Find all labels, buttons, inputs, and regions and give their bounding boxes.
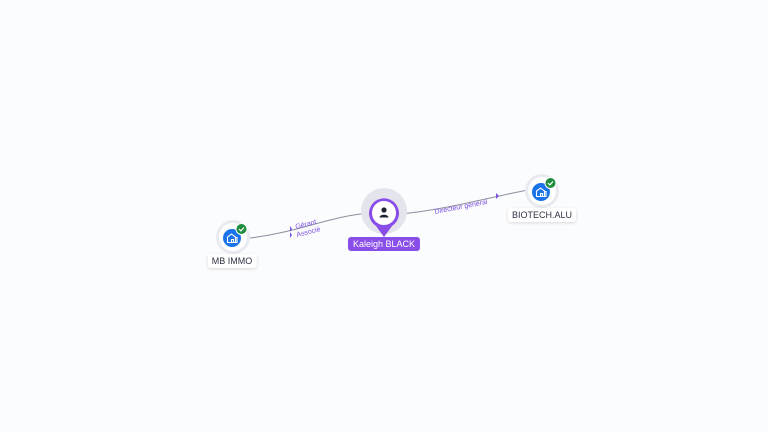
company-node-biotech-alu[interactable]	[525, 174, 559, 208]
building-icon	[535, 187, 547, 198]
edge-label-gerant: Gérant	[295, 219, 318, 231]
arrow-left-icon	[290, 232, 292, 238]
arrow-right-icon	[496, 193, 499, 199]
check-mark	[547, 181, 554, 186]
person-marker-inner	[372, 201, 396, 225]
company-label-biotech-alu[interactable]: BIOTECH.ALU	[507, 208, 577, 222]
company-node-mb-immo[interactable]	[216, 220, 250, 254]
person-icon	[379, 207, 389, 218]
building-icon	[226, 233, 238, 244]
check-mark	[238, 227, 245, 232]
company-label-mb-immo[interactable]: MB IMMO	[207, 254, 257, 268]
arrow-left-icon	[290, 226, 292, 232]
edge-person-biotech-alu	[399, 189, 529, 215]
person-name-label[interactable]: Kaleigh BLACK	[347, 237, 421, 251]
person-node[interactable]	[361, 188, 407, 237]
edge-label-directeur-general: Directeur général	[434, 199, 488, 216]
edge-person-mb-immo	[249, 212, 371, 239]
verified-check-icon	[544, 177, 557, 189]
verified-check-icon	[235, 223, 248, 235]
